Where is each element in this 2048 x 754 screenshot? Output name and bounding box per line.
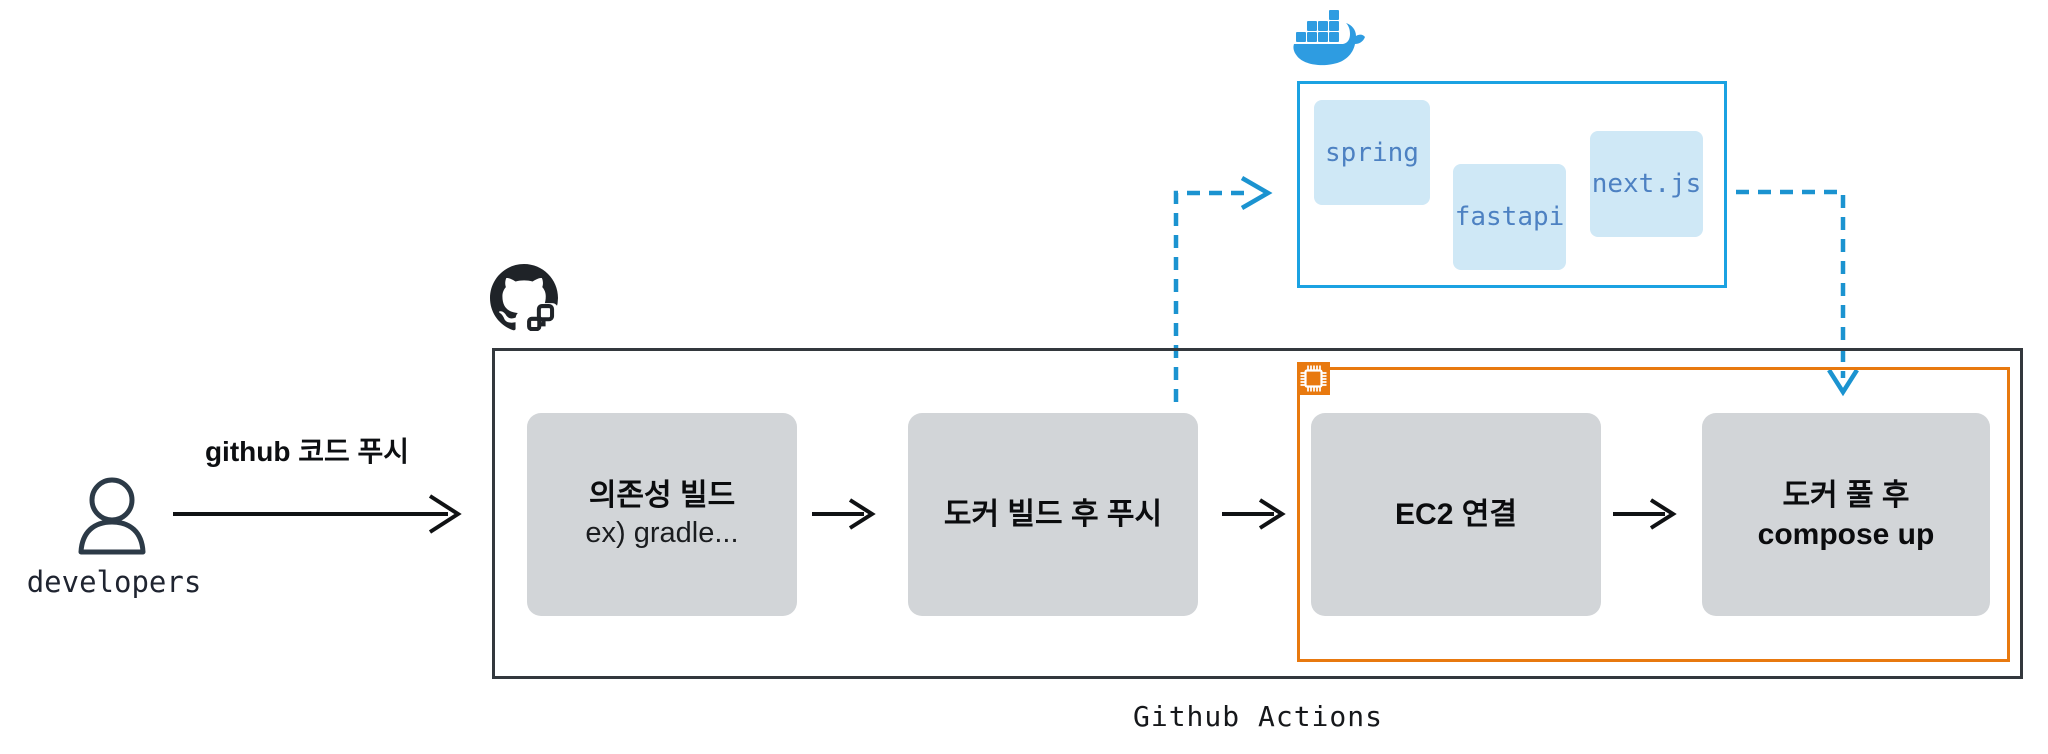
registry-item-label: next.js (1591, 169, 1702, 199)
step-ec2-connect: EC2 연결 (1311, 413, 1601, 616)
docker-whale-icon (1293, 10, 1365, 66)
developer-label: developers (26, 565, 202, 599)
step-label-line1: EC2 연결 (1395, 498, 1517, 531)
github-actions-pipeline-box (492, 348, 2023, 679)
push-arrow (173, 494, 462, 534)
github-actions-icon (490, 264, 558, 332)
step-label-line2: compose up (1757, 517, 1935, 551)
pipeline-title: Github Actions (1132, 700, 1383, 733)
step-docker-pull-compose-up: 도커 풀 후 compose up (1702, 413, 1990, 616)
aws-ec2-chip-icon (1297, 362, 1330, 395)
registry-item-nextjs: next.js (1590, 131, 1703, 237)
developer-person-icon (78, 477, 146, 555)
registry-item-label: fastapi (1454, 202, 1565, 232)
step-docker-build-push: 도커 빌드 후 푸시 (908, 413, 1198, 616)
registry-item-label: spring (1325, 137, 1419, 168)
step-label-line1: 도커 빌드 후 푸시 (943, 498, 1163, 531)
ec2-group-box (1297, 367, 2010, 662)
step-label-line2: ex) gradle... (585, 517, 739, 550)
registry-item-fastapi: fastapi (1453, 164, 1566, 270)
step-label-line1: 의존성 빌드 (588, 479, 736, 513)
step-dependency-build: 의존성 빌드 ex) gradle... (527, 413, 797, 616)
registry-item-spring: spring (1314, 100, 1430, 205)
push-arrow-label: github 코드 푸시 (204, 436, 410, 467)
step-label-line1: 도커 풀 후 (1782, 478, 1910, 512)
